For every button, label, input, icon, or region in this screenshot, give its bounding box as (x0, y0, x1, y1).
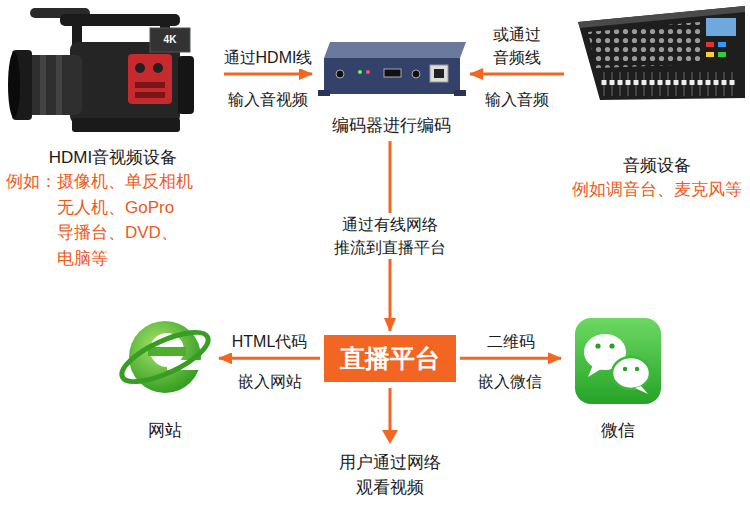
icon-node: 微信 (565, 312, 670, 442)
flow-note: 输入音视频 (225, 88, 311, 111)
picture-slot (568, 5, 746, 155)
power-jack (336, 70, 344, 78)
ethernet-port (430, 65, 448, 82)
encoder-box (318, 42, 466, 96)
side-panel (128, 54, 172, 104)
node-title: 直播平台 (340, 342, 440, 375)
lens-ring (40, 55, 46, 115)
edge-label: 通过HDMI线 (221, 46, 316, 69)
picture-slot (316, 33, 466, 115)
flow-note: 嵌入网站 (235, 370, 305, 393)
button-row (135, 92, 165, 98)
bubble-eye (635, 367, 639, 371)
camera-base (72, 118, 180, 132)
flow-note: 用户通过网络 观看视频 (334, 450, 446, 500)
camera-body (70, 42, 180, 124)
status-led (366, 70, 370, 74)
fader-bank (600, 72, 736, 96)
dial (153, 63, 163, 73)
ethernet-socket (434, 69, 444, 78)
device-node: 音频设备例如调音台、麦克风等 (568, 5, 746, 203)
device-node: HDMI音视频设备例如：摄像机、单反相机 无人机、GoPro 导播台、DVD、电… (6, 5, 220, 271)
edge-label: 或通过 音频线 (487, 23, 547, 69)
chat-icon (575, 318, 661, 404)
node-title: 网站 (115, 420, 215, 442)
lens-ring (56, 55, 62, 115)
flow-arrow (470, 73, 564, 76)
audio-mixer (578, 6, 745, 100)
node-note: 例如调音台、麦克风等 (568, 177, 746, 203)
mixer-screen (706, 18, 736, 36)
icon-node: 网站 (115, 308, 215, 442)
bubble-eye (623, 367, 627, 371)
icon-orbit (116, 323, 215, 392)
audio-jack (412, 70, 420, 78)
browser-icon (116, 321, 215, 393)
edge-label: HTML代码 (229, 330, 311, 353)
bubble-tail (588, 365, 601, 377)
encoder-front (324, 58, 460, 94)
camcorder (8, 8, 194, 132)
picture-slot (6, 5, 220, 147)
node-title: 微信 (565, 420, 670, 442)
lens-front (8, 52, 20, 118)
flow-arrow (224, 73, 312, 76)
lcd-screen (150, 28, 190, 52)
flow-arrow (460, 357, 561, 360)
mixer-body (578, 6, 745, 100)
dial (135, 63, 145, 73)
edge-label: 通过有线网络 推流到直播平台 (326, 213, 454, 259)
button-row (135, 82, 165, 88)
node-title: 音频设备 (568, 155, 746, 177)
flow-note: 嵌入微信 (475, 370, 545, 393)
node-title: HDMI音视频设备 (6, 147, 220, 169)
hdmi-port (384, 69, 401, 77)
edge-label: 二维码 (484, 330, 538, 353)
mount-ear (318, 90, 330, 96)
arrow-shaft (389, 388, 392, 432)
device-node: 编码器进行编码 (316, 33, 466, 137)
platform-box: 直播平台 (324, 335, 456, 382)
mixer-button (718, 52, 726, 57)
icon-tile (575, 318, 661, 404)
encoder-top (324, 42, 466, 58)
node-title: 编码器进行编码 (316, 115, 466, 137)
viewer-arrow (382, 388, 398, 444)
icon-bar (148, 347, 186, 356)
bubble-eye (595, 343, 600, 348)
status-led (358, 70, 362, 74)
speech-bubble (612, 357, 650, 389)
flow-arrow (219, 357, 320, 360)
bubble-eye (609, 343, 614, 348)
mixer-button (718, 42, 726, 47)
device-mark: 4K (164, 34, 177, 46)
bubble-tail (635, 386, 648, 394)
flow-note: 输入音频 (482, 88, 552, 111)
mixer-button (706, 52, 714, 57)
arrow-head (382, 430, 398, 444)
node-note: 例如：摄像机、单反相机 无人机、GoPro 导播台、DVD、电脑等 (6, 169, 220, 271)
mixer-button (706, 42, 714, 47)
picture-slot (115, 308, 215, 420)
knob-field (588, 22, 702, 68)
picture-slot (565, 312, 670, 420)
mount-ear (454, 90, 466, 96)
grip-strap (178, 56, 194, 114)
